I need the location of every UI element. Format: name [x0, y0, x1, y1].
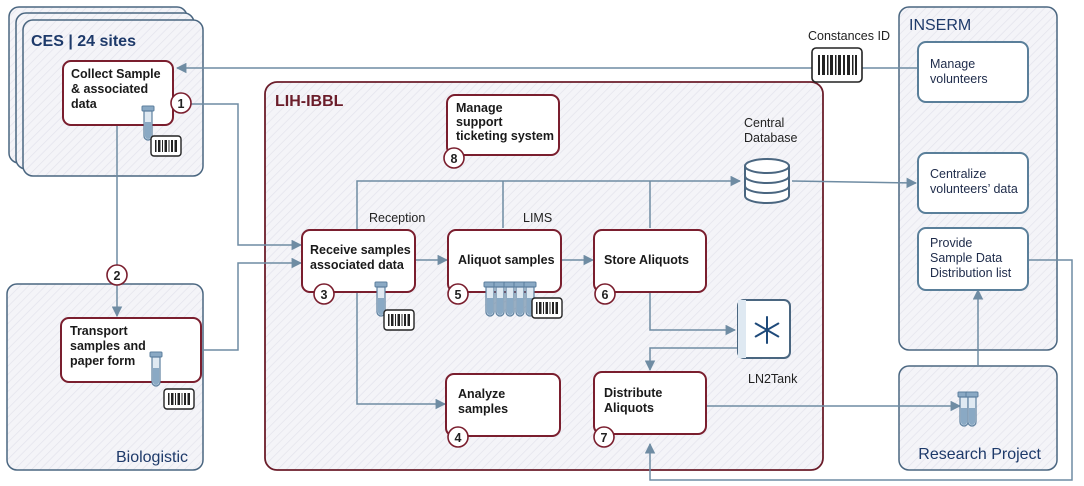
provide-line-1: Provide: [930, 236, 972, 250]
transport-line-2: samples and: [70, 339, 146, 353]
reception-label: Reception: [369, 211, 425, 225]
provide-line-3: Distribution list: [930, 266, 1012, 280]
centralize-line-1: Centralize: [930, 167, 986, 181]
number-2: 2: [114, 269, 121, 283]
barcode-icon: [818, 55, 857, 75]
aliquot-tubes-icon: [483, 281, 537, 317]
number-3: 3: [321, 288, 328, 302]
analyze-line-2: samples: [458, 402, 508, 416]
number-4: 4: [455, 431, 462, 445]
barcode-icon: [163, 388, 195, 410]
aliquot-line-1: Aliquot samples: [458, 253, 555, 267]
number-7: 7: [601, 431, 608, 445]
research-project-container: Research Project: [898, 365, 1058, 471]
receive-line-2: associated data: [310, 258, 405, 272]
test-tube-icon: [149, 351, 163, 387]
biologistic-title: Biologistic: [116, 449, 188, 466]
manage-vol-line-2: volunteers: [930, 72, 988, 86]
lims-label: LIMS: [523, 211, 552, 225]
distribute-line-1: Distribute: [604, 386, 662, 400]
db-label-1: Central: [744, 116, 784, 130]
support-line-3: ticketing system: [456, 129, 554, 143]
lih-ibbl-title: LIH-IBBL: [275, 93, 344, 110]
manage-vol-line-1: Manage: [930, 57, 975, 71]
test-tube-icon: [141, 105, 155, 141]
provide-line-2: Sample Data: [930, 251, 1002, 265]
constances-id-label: Constances ID: [808, 29, 890, 43]
analyze-line-1: Analyze: [458, 387, 505, 401]
constances-id: Constances ID: [808, 29, 890, 83]
number-6: 6: [602, 288, 609, 302]
centralize-line-2: volunteers’ data: [930, 182, 1018, 196]
distribute-line-2: Aliquots: [604, 401, 654, 415]
step-store: Store Aliquots 6: [593, 229, 707, 305]
research-project-title: Research Project: [918, 446, 1041, 463]
barcode-icon: [383, 309, 415, 331]
collect-line-2: & associated: [71, 82, 148, 96]
collect-line-3: data: [71, 97, 98, 111]
transport-line-3: paper form: [70, 354, 135, 368]
transport-line-1: Transport: [70, 324, 128, 338]
inserm-title: INSERM: [909, 17, 971, 34]
store-line-1: Store Aliquots: [604, 253, 689, 267]
receive-line-1: Receive samples: [310, 243, 411, 257]
barcode-icon: [150, 135, 182, 157]
database-icon: [744, 158, 790, 204]
ces-title: CES | 24 sites: [31, 33, 136, 50]
support-line-1: Manage: [456, 101, 503, 115]
ln2tank-label: LN2Tank: [748, 372, 798, 386]
collect-line-1: Collect Sample: [71, 67, 161, 81]
number-5: 5: [455, 288, 462, 302]
number-1: 1: [178, 97, 185, 111]
test-tube-icon: [957, 391, 979, 427]
db-label-2: Database: [744, 131, 798, 145]
barcode-icon: [531, 297, 563, 319]
step-aliquot: Aliquot samples 5: [447, 229, 563, 319]
snowflake-icon: [754, 316, 780, 344]
ln2-tank: LN2Tank: [737, 299, 798, 386]
support-line-2: support: [456, 115, 503, 129]
number-8: 8: [451, 152, 458, 166]
